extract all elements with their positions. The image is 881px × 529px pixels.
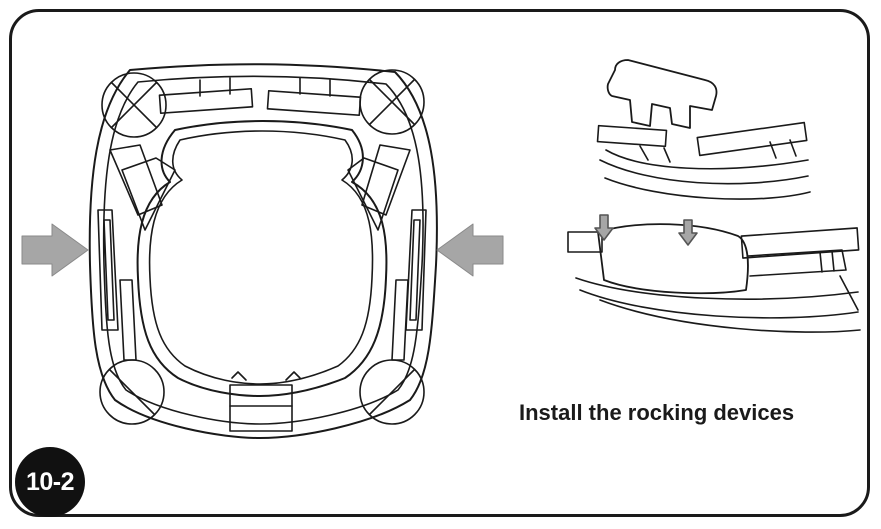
rocking-device-detail-1 [596,59,811,200]
rounded-frame [9,9,870,517]
right-arrow-icon [436,223,504,277]
step-number-label: 10-2 [25,467,75,496]
left-arrow-icon [21,223,89,277]
step-number-badge: 10-2 [15,447,85,517]
down-arrow-icon [594,214,614,241]
rocking-device-detail-2 [567,214,861,333]
insertion-arrows [21,223,504,277]
walker-base-drawing [88,63,438,439]
down-arrow-icon [678,219,698,246]
instruction-caption: Install the rocking devices [519,400,795,425]
